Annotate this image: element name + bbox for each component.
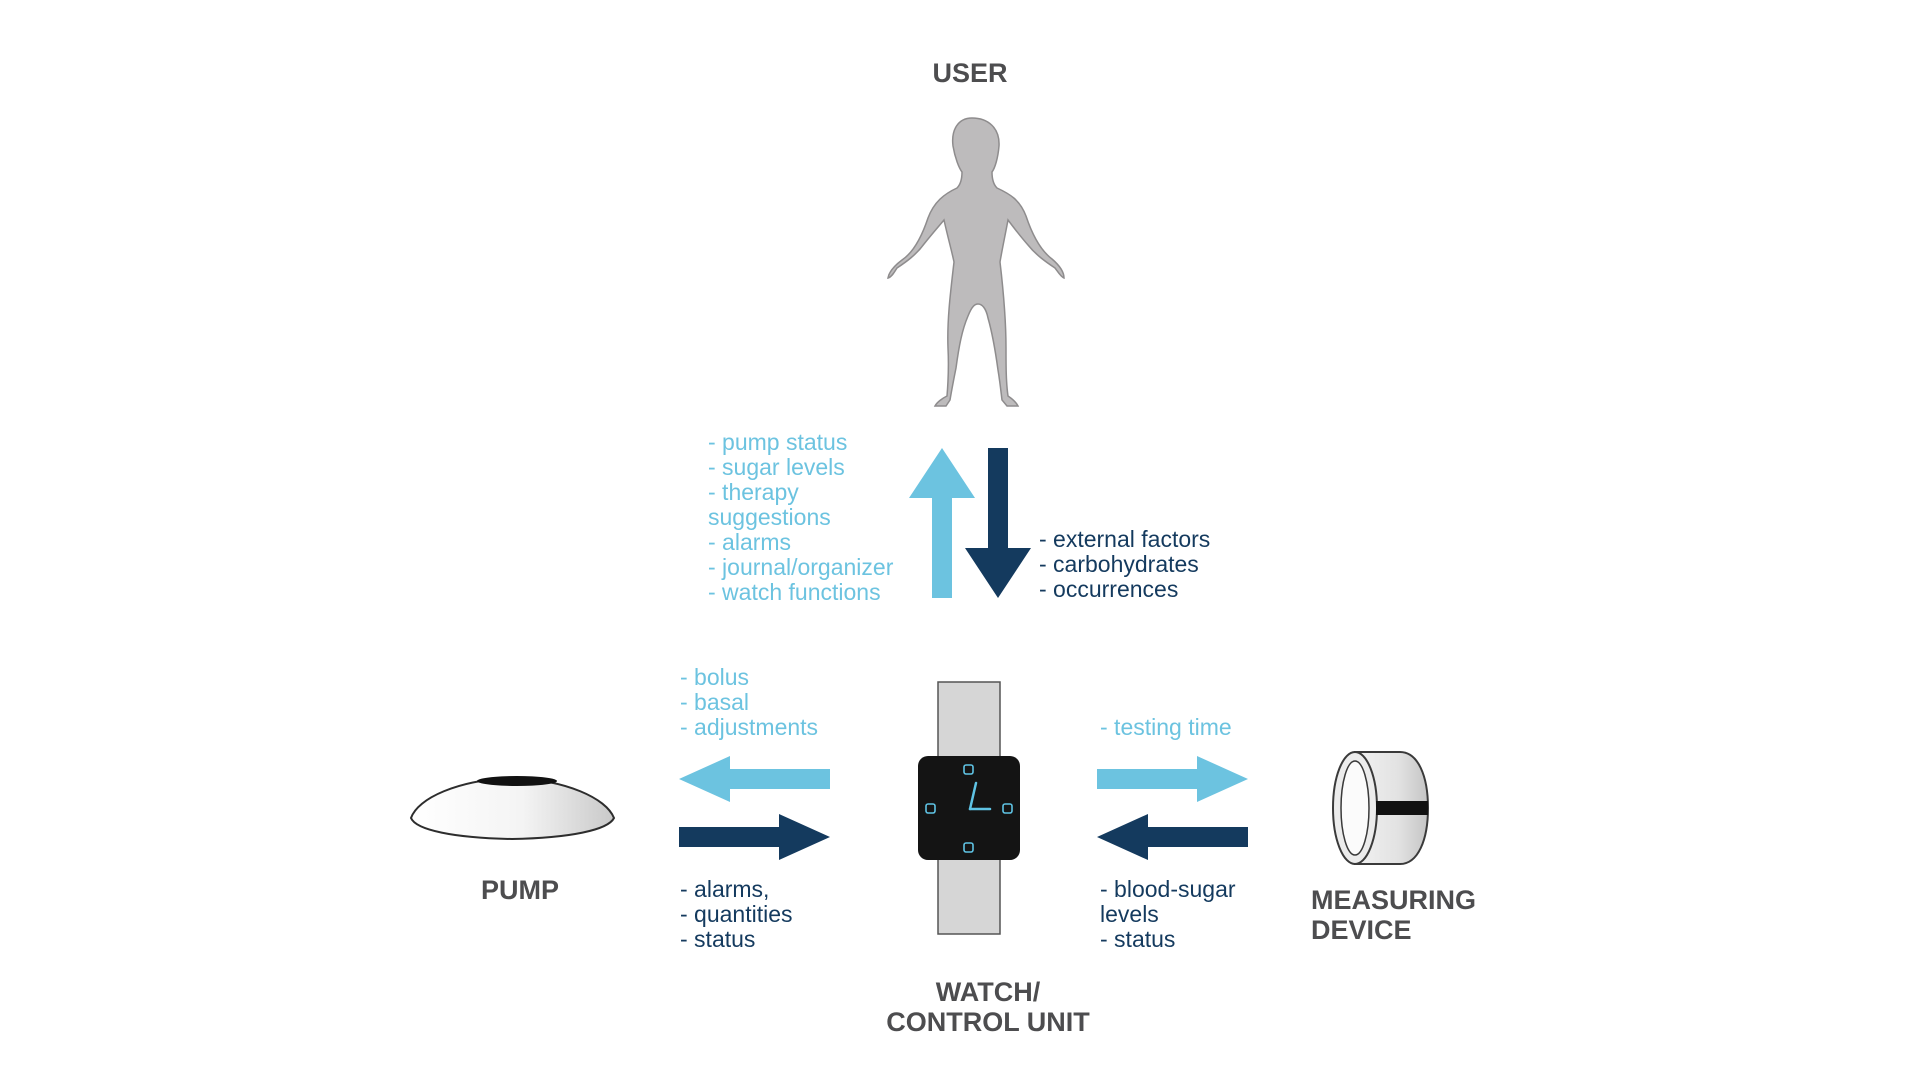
watch-strap-top [937, 681, 1001, 759]
watch-label: WATCH/ CONTROL UNIT [858, 977, 1118, 1037]
watch-to-measuring-arrow [1097, 756, 1248, 802]
list-item: - watch functions [708, 579, 881, 605]
watch-strap-bottom [937, 857, 1001, 935]
pump-to-watch-list: - alarms, - quantities - status [680, 877, 793, 952]
user-to-watch-arrow [965, 448, 1031, 598]
list-item: - blood-sugar [1100, 876, 1236, 902]
pump-to-watch-arrow [679, 814, 830, 860]
list-item: - journal/organizer [708, 554, 894, 580]
user-label-text: USER [932, 58, 1008, 88]
person-silhouette-icon [887, 117, 1065, 407]
measuring-label-line-2: DEVICE [1311, 915, 1412, 945]
watch-hour-markers [925, 764, 1013, 853]
list-item: - pump status [708, 429, 848, 455]
measuring-to-watch-list: - blood-sugar levels - status [1100, 877, 1236, 952]
watch-label-line-1: WATCH/ [935, 977, 1041, 1007]
list-item: - external factors [1039, 526, 1211, 552]
watch-to-measuring-list: - testing time [1100, 715, 1232, 740]
pump-label-text: PUMP [480, 875, 559, 905]
list-item: - alarms [708, 529, 792, 555]
list-item: - testing time [1100, 714, 1232, 740]
person-body [887, 117, 1065, 407]
ring-inner [1340, 760, 1370, 856]
list-item: - therapy [708, 479, 799, 505]
insulin-pump-icon [409, 776, 616, 841]
measuring-device-label: MEASURING DEVICE [1311, 885, 1551, 945]
list-item: - quantities [680, 901, 793, 927]
wristwatch-icon [918, 681, 1020, 935]
measuring-ring-icon [1332, 751, 1430, 865]
list-item: - basal [680, 689, 750, 715]
measuring-label-line-1: MEASURING [1311, 885, 1477, 915]
ring-sensor-stripe [1376, 801, 1428, 815]
pump-body [409, 776, 616, 841]
pump-label: PUMP [450, 875, 590, 905]
watch-to-user-arrow [909, 448, 975, 598]
list-item: - status [680, 926, 756, 952]
list-item: - adjustments [680, 714, 819, 740]
list-item: - alarms, [680, 876, 770, 902]
watch-to-pump-arrow [679, 756, 830, 802]
watch-to-pump-list: - bolus - basal - adjustments [680, 665, 818, 740]
measuring-to-watch-arrow [1097, 814, 1248, 860]
pump-top-cap [477, 776, 557, 786]
list-item: - occurrences [1039, 576, 1179, 602]
list-item: levels [1100, 901, 1159, 927]
watch-to-user-list: - pump status - sugar levels - therapy s… [708, 430, 893, 605]
watch-hands [968, 781, 992, 811]
user-label: USER [900, 58, 1040, 88]
list-item: - bolus [680, 664, 750, 690]
list-item: - carbohydrates [1039, 551, 1199, 577]
watch-label-line-2: CONTROL UNIT [886, 1007, 1090, 1037]
user-to-watch-list: - external factors - carbohydrates - occ… [1039, 527, 1210, 602]
list-item: - sugar levels [708, 454, 845, 480]
list-item: suggestions [708, 504, 831, 530]
list-item: - status [1100, 926, 1176, 952]
